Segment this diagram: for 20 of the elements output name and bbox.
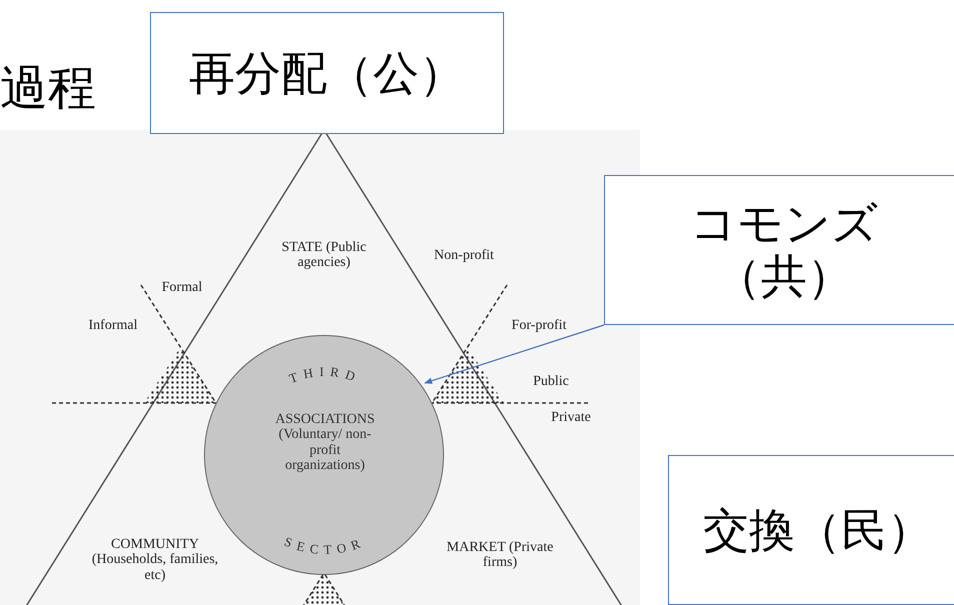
text-box xyxy=(668,455,954,605)
text-box xyxy=(150,12,504,134)
diagram-label: Public xyxy=(532,374,570,390)
diagram-label: Informal xyxy=(88,318,138,334)
diagram-label: COMMUNITY (Households, families, etc) xyxy=(90,537,220,584)
diagram-label: Formal xyxy=(160,280,204,296)
box-label: 交換（民） xyxy=(703,504,933,556)
diagram-label: Private xyxy=(550,410,592,426)
diagram-label: Non-profit xyxy=(433,248,495,264)
diagram-label: MARKET (Private firms) xyxy=(446,540,554,571)
box-label: コモンズ（共） xyxy=(689,197,879,303)
text-box xyxy=(604,175,954,325)
arc-text: SECTOR xyxy=(282,534,368,558)
diagram-label: For-profit xyxy=(510,318,568,334)
diagram-label: STATE (Public agencies) xyxy=(280,240,368,271)
sector-label: ASSOCIATIONS (Voluntary/ non-profit organizations) xyxy=(275,412,375,474)
box-label: 再分配（公） xyxy=(189,46,465,100)
arc-text: THIRD xyxy=(287,364,363,386)
process-label: 過程 xyxy=(0,62,97,115)
arrow xyxy=(424,324,604,384)
